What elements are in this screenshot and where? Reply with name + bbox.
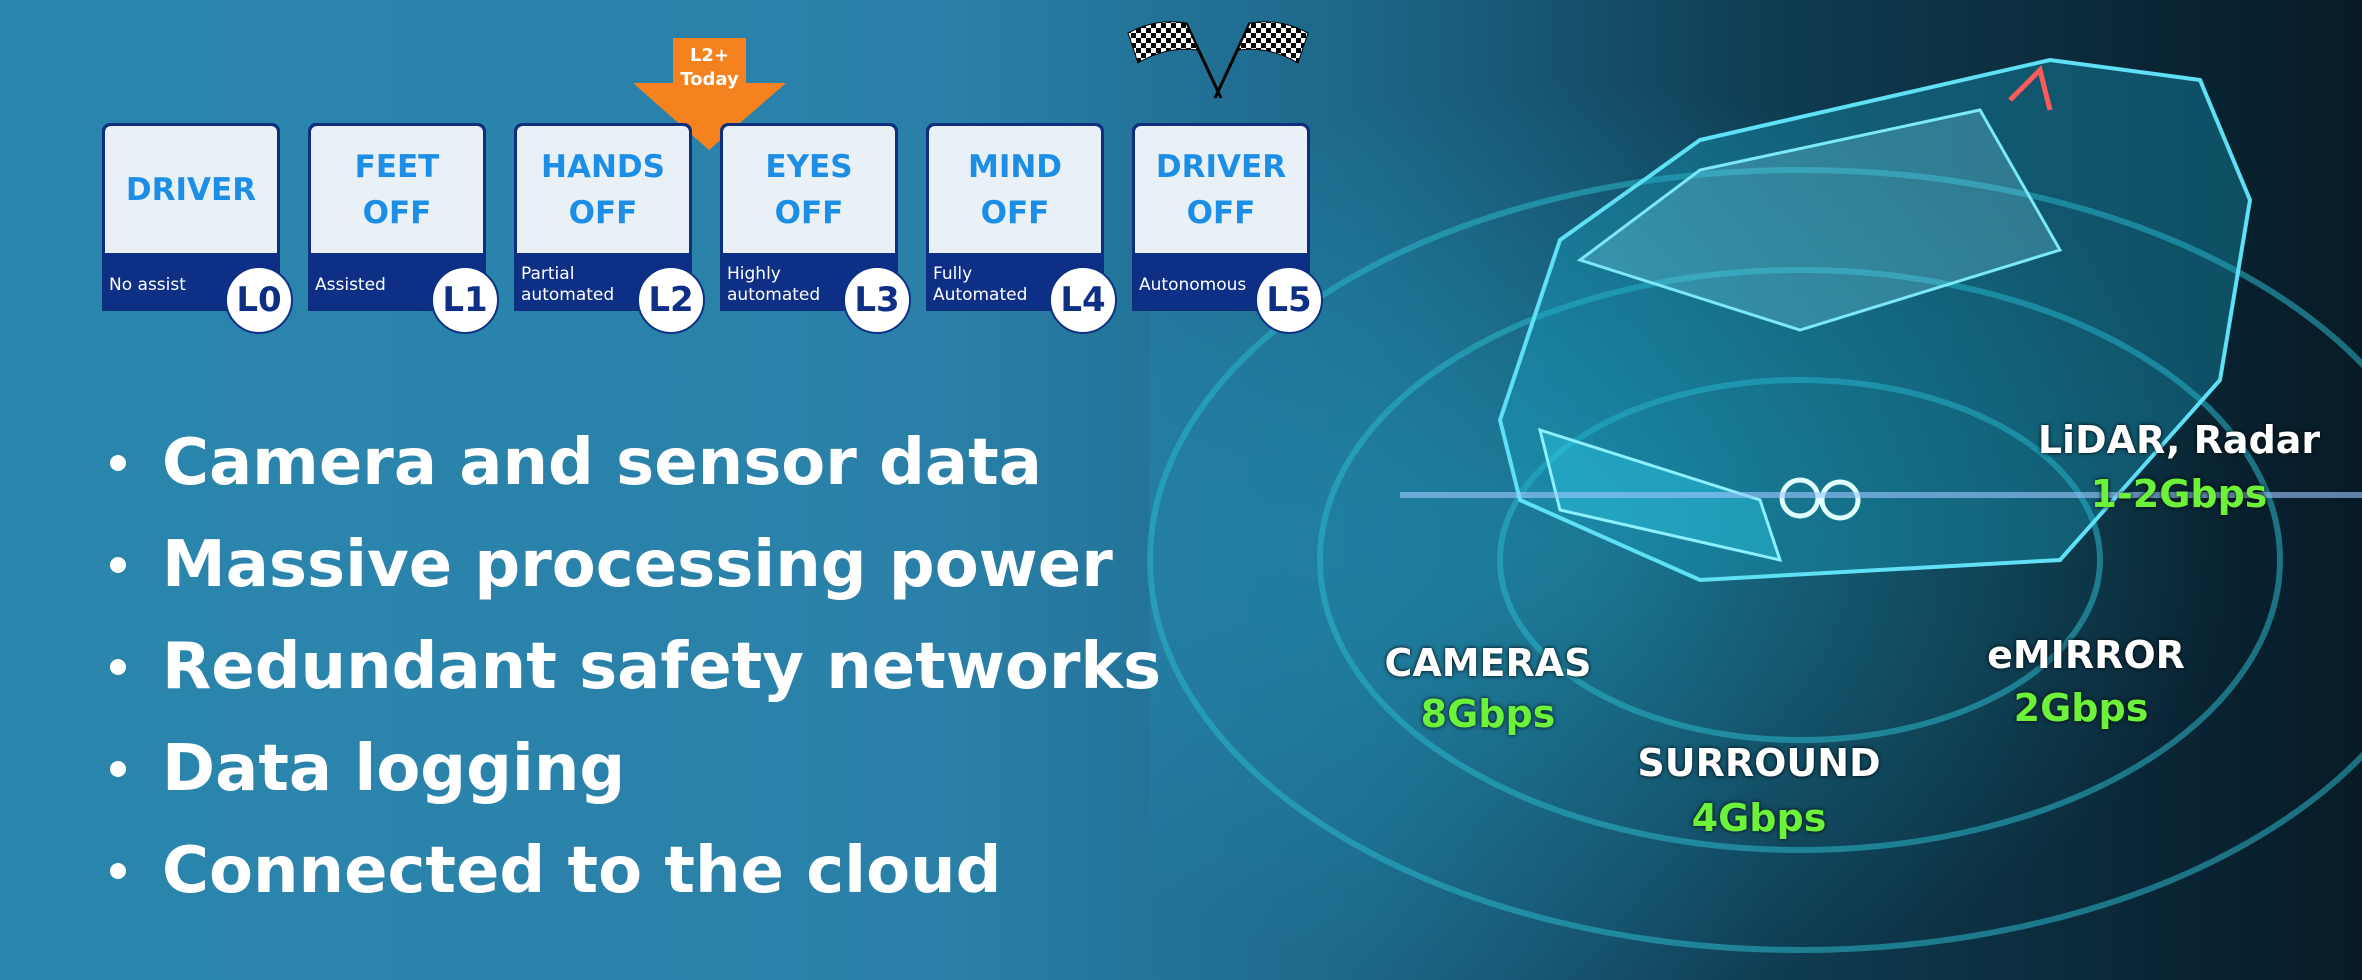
today-arrow-label: L2+ Today	[633, 44, 786, 92]
level-title: DRIVER	[105, 126, 277, 253]
level-card-l2: HANDS OFF Partial automated L2	[514, 123, 705, 334]
level-subtitle: Assisted	[315, 274, 386, 295]
signal-ring	[1317, 267, 2283, 853]
car-body	[1497, 57, 2253, 583]
signal-ring	[1147, 167, 2362, 953]
sensor-surround-rate: 4Gbps	[1691, 796, 1827, 840]
feature-item: Connected to the cloud	[110, 820, 1161, 922]
level-title: EYES OFF	[723, 126, 895, 253]
sensor-emirror-name: eMIRROR	[1987, 633, 2185, 677]
level-subtitle: Highly automated	[727, 264, 821, 305]
feature-item: Massive processing power	[110, 514, 1161, 616]
level-badge: L3	[843, 266, 911, 334]
level-subtitle: No assist	[109, 274, 186, 295]
level-badge: L1	[431, 266, 499, 334]
sensor-emirror-rate: 2Gbps	[2013, 686, 2149, 730]
level-title: MIND OFF	[929, 126, 1101, 253]
level-title: HANDS OFF	[517, 126, 689, 253]
bullet-icon	[110, 659, 126, 675]
level-card-l5: DRIVER OFF Autonomous L5	[1132, 123, 1323, 334]
level-card-l3: EYES OFF Highly automated L3	[720, 123, 911, 334]
signal-ring	[1497, 377, 2103, 743]
arrow-label-level: L2+	[689, 45, 730, 66]
light-flare	[1400, 492, 2362, 498]
tail-light	[2008, 65, 2053, 111]
level-badge: L2	[637, 266, 705, 334]
car-windshield	[1576, 108, 2063, 332]
level-badge: L5	[1255, 266, 1323, 334]
background-glow	[1150, 0, 2362, 980]
level-title: DRIVER OFF	[1135, 126, 1307, 253]
level-subtitle: Autonomous	[1139, 274, 1247, 295]
feature-item: Data logging	[110, 718, 1161, 820]
bullet-icon	[110, 863, 126, 879]
level-subtitle: Fully Automated	[933, 264, 1028, 305]
feature-list: Camera and sensor data Massive processin…	[110, 412, 1161, 922]
sensor-cameras-rate: 8Gbps	[1420, 692, 1556, 736]
level-badge: L0	[225, 266, 293, 334]
feature-item: Redundant safety networks	[110, 616, 1161, 718]
feature-text: Massive processing power	[162, 528, 1113, 602]
sensor-surround-name: SURROUND	[1637, 741, 1881, 785]
level-badge: L4	[1049, 266, 1117, 334]
checkered-flags-icon	[1127, 21, 1309, 99]
bullet-icon	[110, 455, 126, 471]
feature-text: Camera and sensor data	[162, 426, 1042, 500]
feature-text: Redundant safety networks	[162, 630, 1162, 704]
today-arrow-icon	[633, 38, 786, 150]
level-title: FEET OFF	[311, 126, 483, 253]
feature-text: Connected to the cloud	[162, 834, 1002, 908]
sensor-cameras-name: CAMERAS	[1384, 641, 1592, 685]
feature-text: Data logging	[162, 732, 626, 806]
bullet-icon	[110, 761, 126, 777]
level-card-l4: MIND OFF Fully Automated L4	[926, 123, 1117, 334]
bullet-icon	[110, 557, 126, 573]
sensor-lidar-name: LiDAR, Radar	[2037, 418, 2321, 462]
arrow-label-today: Today	[680, 69, 739, 90]
headlight	[1819, 479, 1861, 521]
feature-item: Camera and sensor data	[110, 412, 1161, 514]
level-subtitle: Partial automated	[521, 264, 615, 305]
level-card-l0: DRIVER No assist L0	[102, 123, 293, 334]
sensor-lidar-rate: 1-2Gbps	[2090, 472, 2268, 516]
level-card-l1: FEET OFF Assisted L1	[308, 123, 499, 334]
